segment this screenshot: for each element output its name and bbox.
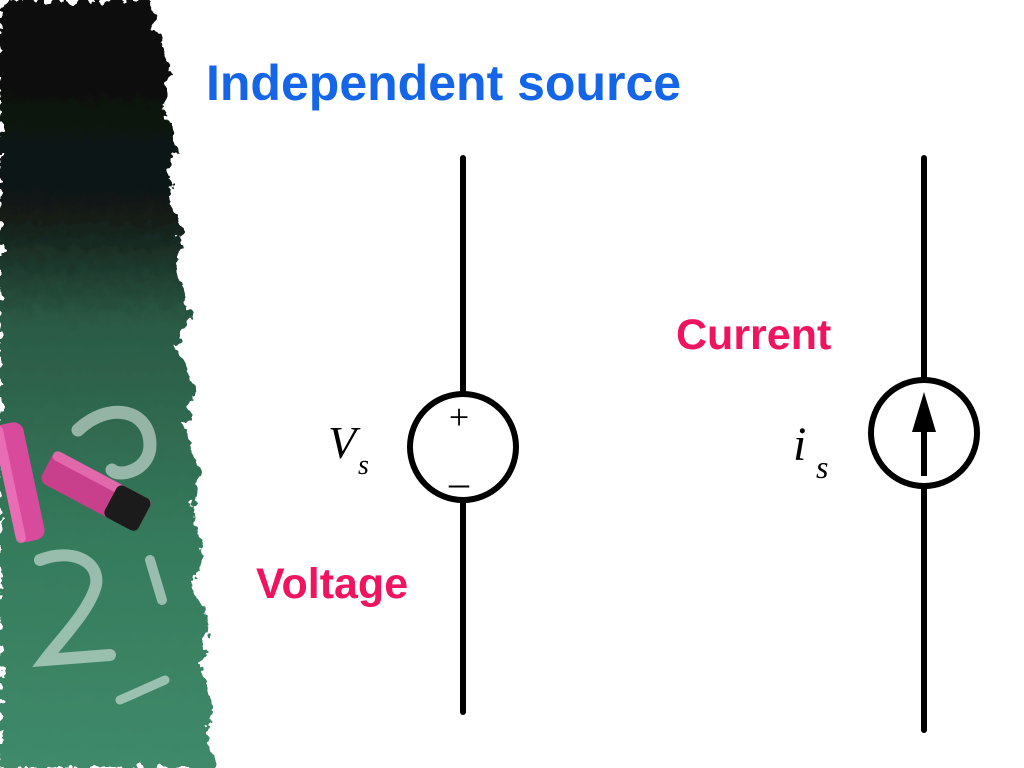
voltage-symbol-sub: s — [358, 450, 369, 481]
current-symbol-sub: s — [816, 449, 828, 485]
plus-sign: + — [449, 397, 469, 437]
voltage-source: + – V s — [328, 155, 519, 715]
chalk-scribbles — [32, 405, 170, 705]
chalkboard-area — [0, 0, 220, 768]
current-symbol-main: i — [793, 418, 806, 471]
minus-sign: – — [448, 460, 470, 505]
current-source: i s — [793, 155, 980, 733]
slide-title: Independent source — [206, 55, 682, 111]
voltage-symbol-main: V — [328, 417, 361, 468]
voltage-label: Voltage — [256, 560, 409, 608]
arrow-up-icon — [912, 392, 936, 432]
chalkboard-decoration — [0, 0, 220, 768]
current-label: Current — [676, 311, 832, 359]
chalk-pieces — [0, 422, 151, 544]
